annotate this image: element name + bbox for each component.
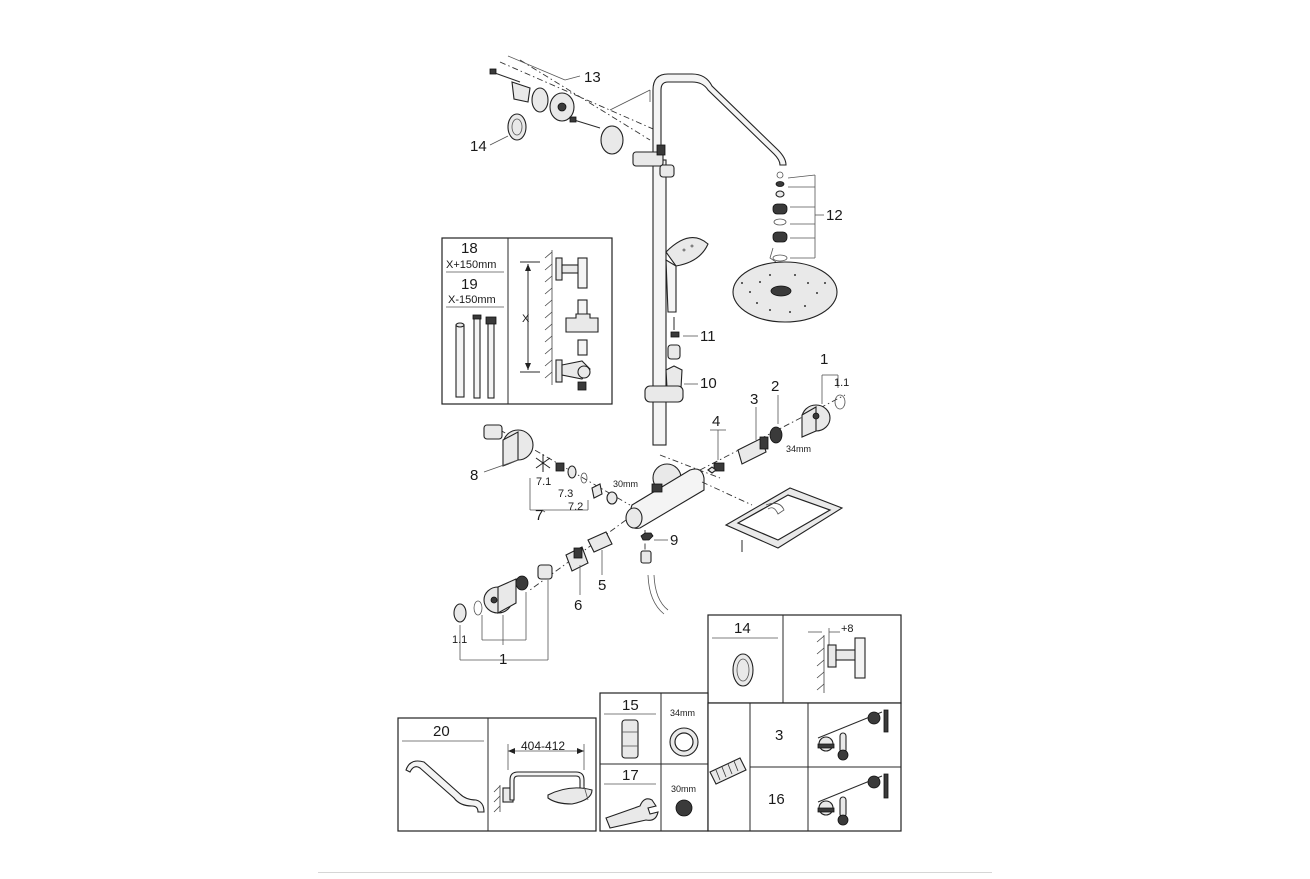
bottom-divider: [318, 872, 992, 873]
part-9: 9: [640, 532, 678, 564]
callout-2: 2: [771, 378, 779, 395]
callout-1-lower: 1: [499, 651, 507, 668]
callout-10: 10: [700, 375, 717, 392]
panel-sub-19: X-150mm: [448, 294, 496, 306]
callout-7-2: 7.2: [568, 501, 583, 513]
callout-9: 9: [670, 532, 678, 549]
callout-4: 4: [712, 413, 720, 430]
shower-column: [632, 73, 787, 446]
panel-16-label: 16: [768, 791, 785, 808]
right-parts: 1 1.1 2 34mm 3 4: [707, 351, 849, 474]
panel-14: 14 +8: [707, 614, 902, 704]
callout-11: 11: [700, 328, 716, 345]
panel-14-label: 14: [734, 620, 751, 637]
wall-bracket-assembly: 13 14: [470, 55, 661, 155]
shelf-tray: [724, 487, 844, 552]
callout-6: 6: [574, 597, 582, 614]
panel-sub-18: X+150mm: [446, 259, 496, 271]
panel-label-18: 18: [461, 240, 478, 257]
panel-label-19: 19: [461, 276, 478, 293]
panel-height-adaptors: 18 X+150mm 19 X-150mm X: [441, 237, 613, 405]
panel-3-label: 3: [775, 727, 783, 744]
panel-20: 20 404-412: [397, 717, 597, 832]
panel-15-label: 15: [622, 697, 639, 714]
panel-3-16: 3 16: [707, 702, 902, 832]
callout-8: 8: [470, 467, 478, 484]
panel-15-17: 15 34mm 17 30mm: [599, 692, 709, 832]
callout-7-3: 7.3: [558, 488, 573, 500]
callout-7-1: 7.1: [536, 476, 551, 488]
panel-17-dim: 30mm: [671, 784, 696, 794]
callout-14: 14: [470, 138, 487, 155]
dim-34mm: 34mm: [786, 444, 811, 454]
left-top-parts: 8 30mm 7.1 7.3 7.2 7: [470, 424, 638, 524]
callout-5: 5: [598, 577, 606, 594]
panel-20-label: 20: [433, 723, 450, 740]
callout-1-1: 1.1: [834, 377, 849, 389]
dim-30mm: 30mm: [613, 479, 638, 489]
thermometer-icon-a: [817, 709, 889, 761]
callout-7: 7: [535, 507, 543, 524]
left-bottom-parts: 5 6 1.1 1: [452, 531, 613, 668]
panel-14-offset: +8: [841, 623, 854, 635]
hand-shower: 11 10: [644, 237, 717, 403]
callout-3: 3: [750, 391, 758, 408]
panel-20-range: 404-412: [521, 739, 565, 753]
callout-13: 13: [584, 69, 601, 86]
head-shower: 12: [732, 171, 843, 323]
callout-12: 12: [826, 207, 843, 224]
callout-1-1-lower: 1.1: [452, 634, 467, 646]
thermometer-icon-b: [817, 773, 889, 826]
panel-15-dim: 34mm: [670, 708, 695, 718]
panel-x-label: X: [522, 313, 530, 325]
panel-17-label: 17: [622, 767, 639, 784]
callout-1: 1: [820, 351, 828, 368]
